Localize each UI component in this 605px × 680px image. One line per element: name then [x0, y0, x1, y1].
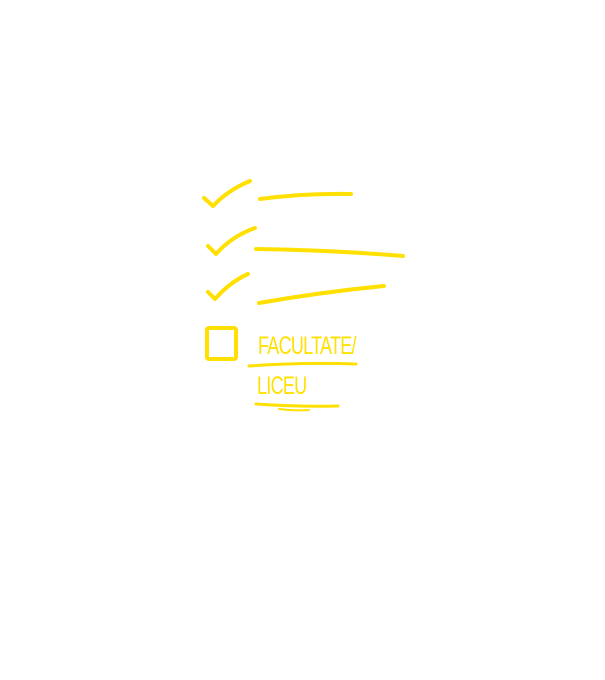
check-icon	[202, 179, 252, 208]
text-underline	[278, 408, 310, 412]
check-icon	[206, 272, 250, 301]
check-icon	[206, 226, 257, 256]
empty-checkbox-icon	[205, 326, 238, 361]
placeholder-line	[257, 284, 386, 305]
checklist-item-label-line-2: LICEU	[257, 372, 307, 400]
checklist-item-label-line-1: FACULTATE/	[258, 332, 357, 360]
text-underline	[254, 402, 340, 408]
placeholder-line	[254, 247, 405, 258]
text-underline	[247, 361, 358, 368]
placeholder-line	[258, 191, 353, 201]
